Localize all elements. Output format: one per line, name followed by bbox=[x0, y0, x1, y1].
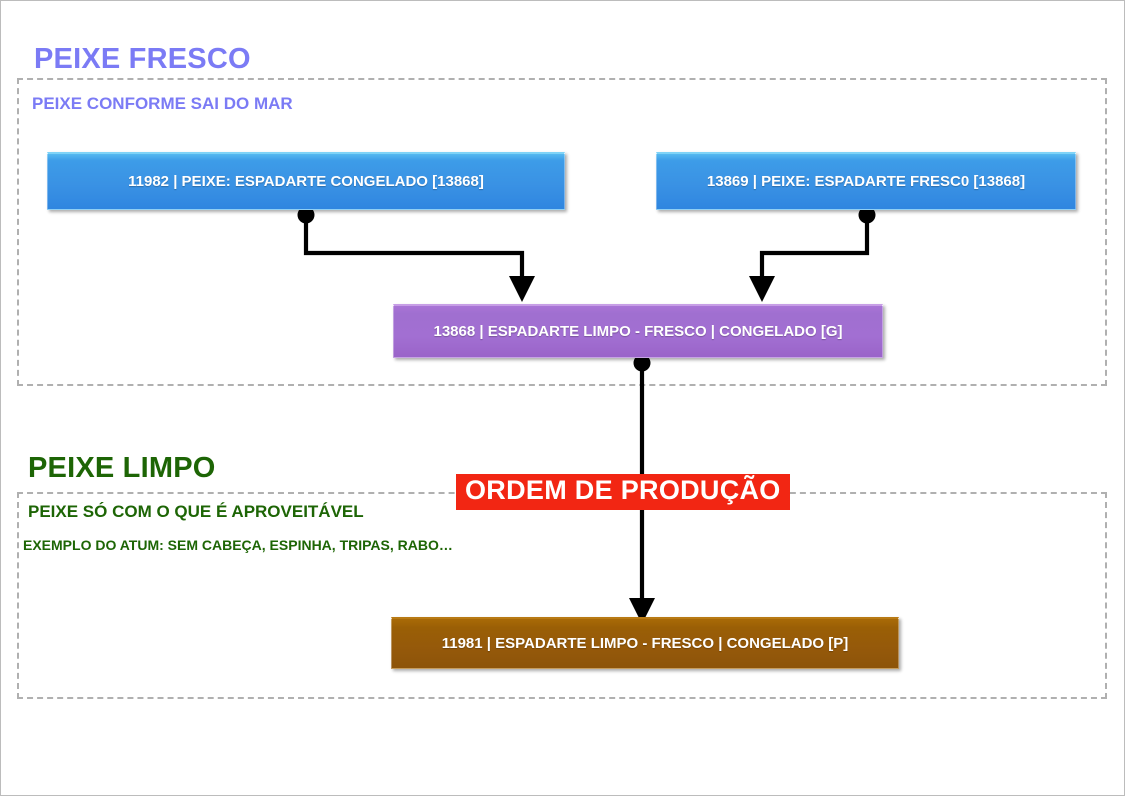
node-13869[interactable]: 13869 | PEIXE: ESPADARTE FRESC0 [13868] bbox=[656, 152, 1076, 210]
section-caption-secondary-peixe-limpo: EXEMPLO DO ATUM: SEM CABEÇA, ESPINHA, TR… bbox=[23, 537, 453, 553]
node-11981[interactable]: 11981 | ESPADARTE LIMPO - FRESCO | CONGE… bbox=[391, 617, 899, 669]
section-container-peixe-fresco bbox=[17, 78, 1107, 386]
node-11982[interactable]: 11982 | PEIXE: ESPADARTE CONGELADO [1386… bbox=[47, 152, 565, 210]
section-title-peixe-fresco: PEIXE FRESCO bbox=[34, 43, 251, 75]
annotation-ordem-de-producao: ORDEM DE PRODUÇÃO bbox=[456, 474, 790, 511]
section-caption-peixe-fresco: PEIXE CONFORME SAI DO MAR bbox=[32, 94, 293, 113]
node-13868[interactable]: 13868 | ESPADARTE LIMPO - FRESCO | CONGE… bbox=[393, 304, 883, 358]
section-title-peixe-limpo: PEIXE LIMPO bbox=[28, 452, 216, 484]
section-caption-peixe-limpo: PEIXE SÓ COM O QUE É APROVEITÁVEL bbox=[28, 502, 364, 521]
